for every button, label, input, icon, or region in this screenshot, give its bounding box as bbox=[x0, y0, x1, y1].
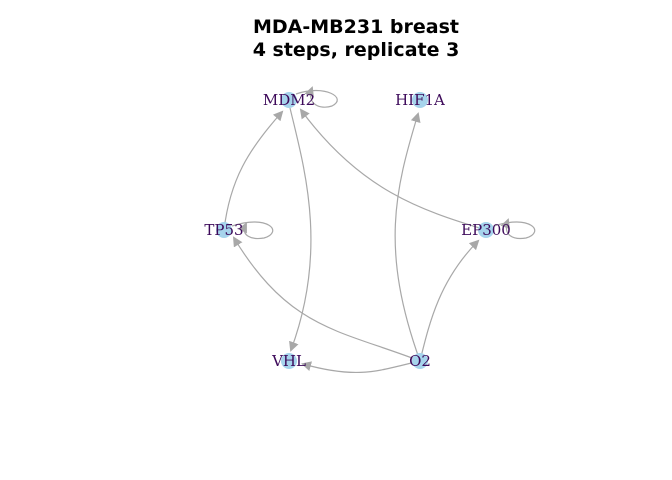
node-label-tp53: TP53 bbox=[204, 221, 243, 239]
title-line-1: MDA-MB231 breast bbox=[252, 16, 459, 38]
node-tp53 bbox=[216, 222, 232, 238]
node-ep300 bbox=[478, 222, 494, 238]
node-o2 bbox=[412, 353, 428, 369]
title-line-2: 4 steps, replicate 3 bbox=[252, 39, 460, 61]
edge-tp53-to-tp53 bbox=[231, 221, 274, 240]
edge-tp53-to-mdm2 bbox=[223, 110, 284, 231]
edge-o2-to-vhl bbox=[301, 360, 421, 374]
node-label-o2: O2 bbox=[409, 352, 431, 370]
edge-ep300-to-ep300 bbox=[493, 218, 536, 240]
edge-o2-to-tp53 bbox=[232, 236, 421, 362]
edge-o2-to-ep300 bbox=[419, 239, 480, 362]
edge-mdm2-to-vhl bbox=[289, 107, 312, 352]
node-hif1a bbox=[412, 92, 428, 108]
node-label-vhl: VHL bbox=[271, 352, 306, 370]
node-label-ep300: EP300 bbox=[461, 221, 511, 239]
node-vhl bbox=[281, 353, 297, 369]
edge-ep300-to-mdm2 bbox=[299, 108, 487, 231]
node-label-hif1a: HIF1A bbox=[395, 91, 445, 109]
node-label-mdm2: MDM2 bbox=[263, 91, 315, 109]
node-mdm2 bbox=[281, 92, 297, 108]
edge-o2-to-hif1a bbox=[394, 112, 421, 362]
edge-mdm2-to-mdm2 bbox=[295, 86, 338, 108]
diagram-title: MDA-MB231 breast 4 steps, replicate 3 bbox=[0, 16, 672, 62]
